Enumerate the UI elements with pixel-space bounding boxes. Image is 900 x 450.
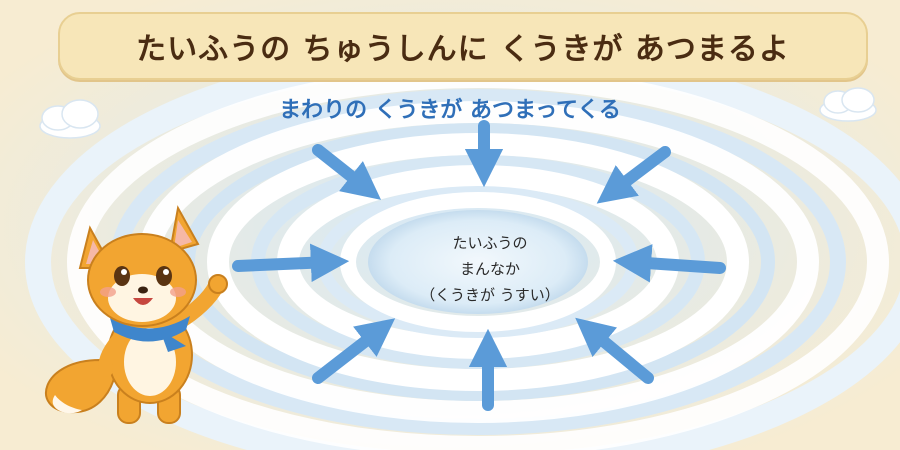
inflow-arrow-right [612, 244, 726, 283]
inflow-arrow-top-left [312, 144, 382, 200]
eye-label-line-3: （くうきが うすい） [420, 286, 560, 304]
inflow-arrow-top-right [596, 146, 671, 204]
eye-label-line-1: たいふうの [452, 234, 528, 252]
fox-mascot-icon [45, 205, 228, 424]
typhoon-eye [368, 210, 588, 314]
cloud-icon [39, 99, 101, 139]
inflow-caption: まわりの くうきが あつまってくる [279, 98, 621, 123]
inflow-arrows [232, 120, 726, 411]
title-banner: たいふうの ちゅうしんに くうきが あつまるよ [58, 12, 868, 80]
inflow-arrow-left [232, 243, 350, 283]
page-title: たいふうの ちゅうしんに くうきが あつまるよ [136, 32, 790, 67]
cloud-icon [819, 87, 877, 122]
inflow-arrow-bottom-left [312, 318, 396, 384]
eye-label-line-2: まんなか [459, 260, 520, 278]
inflow-arrow-bottom-right [575, 317, 654, 384]
eye-label: たいふうの まんなか （くうきが うすい） [390, 230, 590, 308]
